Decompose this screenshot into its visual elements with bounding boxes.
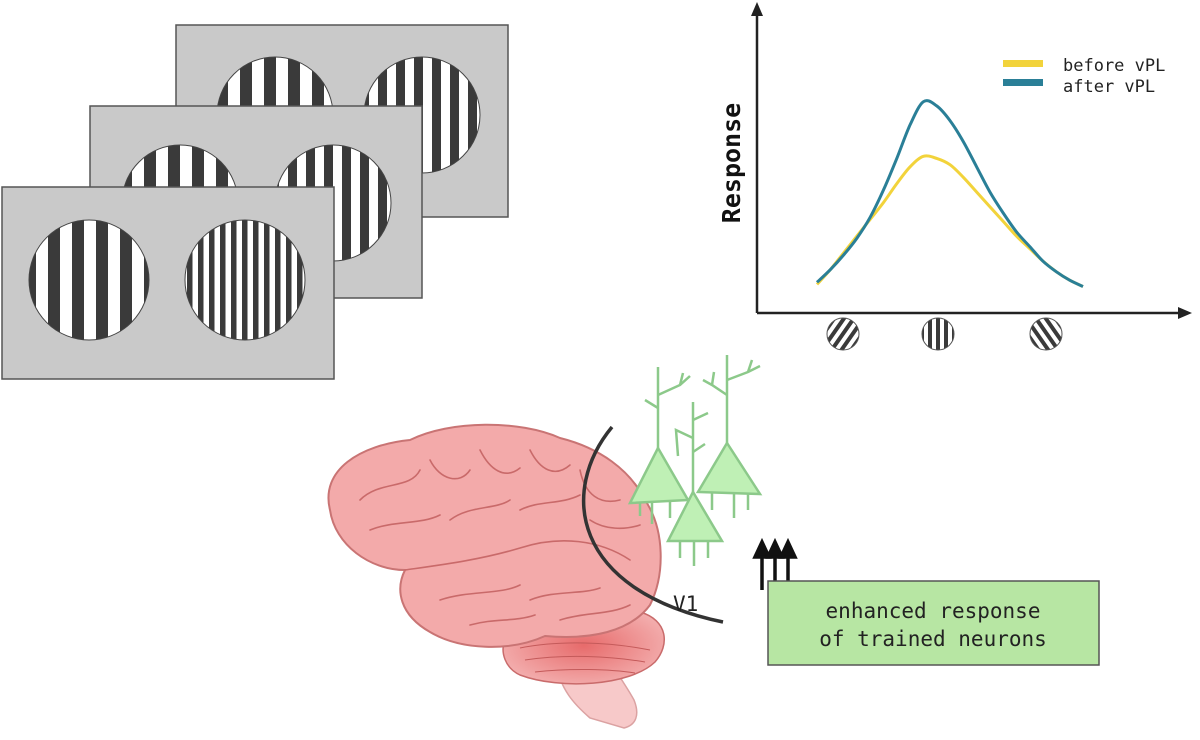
legend: before vPL after vPL [1003,56,1165,97]
tuning-chart: Response before vPL after vPL [717,2,1192,351]
x-tick-grating-left [826,317,860,351]
legend-label-before: before vPL [1063,56,1165,76]
neurons [627,355,763,566]
v1-label: V1 [673,592,698,616]
stimulus-panel-front [1,186,335,380]
box-text-line-2: of trained neurons [819,627,1047,651]
enhanced-response-box: enhanced response of trained neurons [767,580,1100,666]
brain-illustration [327,423,665,729]
upward-arrows [752,537,798,590]
neuron-2 [695,355,763,518]
neuron-1 [627,367,691,524]
legend-swatch-after [1003,79,1043,86]
box-text-line-1: enhanced response [826,599,1041,623]
v1-region-arc [582,425,724,624]
x-tick-grating-right [1029,317,1063,351]
series-layer [815,99,1084,288]
x-tick-grating-vertical [921,317,955,351]
series-line-before-vpl [815,154,1084,288]
x-axis-arrow [1178,307,1192,319]
y-axis-label: Response [717,103,746,223]
y-axis-arrow [751,2,763,16]
neuron-3 [665,402,725,566]
legend-swatch-before [1003,60,1043,67]
brain-sulci [359,449,641,626]
cerebrum [327,423,662,648]
series-line-after-vpl [815,99,1084,288]
legend-label-after: after vPL [1063,77,1155,97]
